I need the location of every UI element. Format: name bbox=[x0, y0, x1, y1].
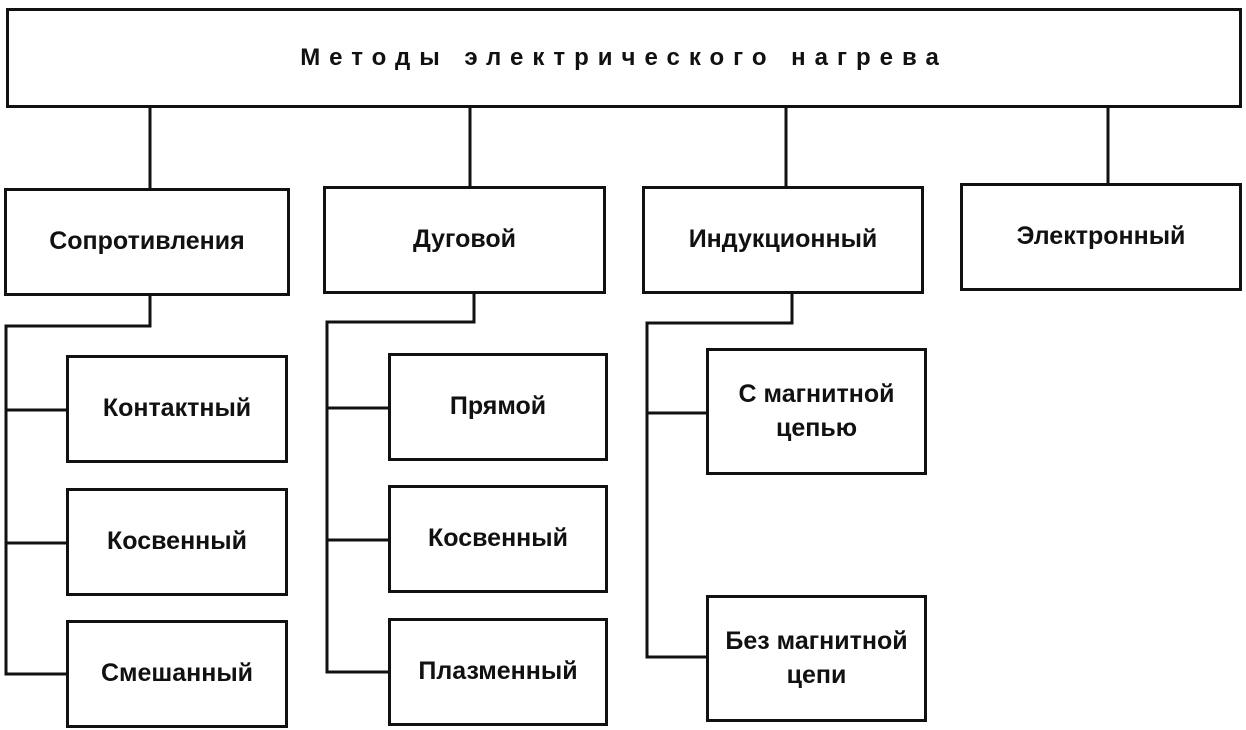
resistance-contact-label: Контактный bbox=[102, 394, 252, 423]
arc-direct-box: Прямой bbox=[388, 353, 608, 461]
arc-plasma-box: Плазменный bbox=[388, 618, 608, 726]
root-title: Методы электрического нагрева bbox=[300, 43, 948, 71]
resistance-mixed-label: Смешанный bbox=[100, 659, 254, 688]
arc-indirect-label: Косвенный bbox=[428, 524, 568, 553]
method-arc-label: Дуговой bbox=[412, 225, 517, 254]
method-resistance-box: Сопротивления bbox=[4, 188, 290, 296]
method-induction-label: Индукционный bbox=[688, 225, 878, 254]
root-title-box: Методы электрического нагрева bbox=[6, 8, 1242, 108]
induction-nonmagnetic-box: Без магнитной цепи bbox=[706, 595, 927, 722]
resistance-indirect-box: Косвенный bbox=[66, 488, 288, 596]
resistance-indirect-label: Косвенный bbox=[107, 527, 247, 556]
induction-magnetic-box: С магнитной цепью bbox=[706, 348, 927, 475]
connector-resistance-trunk bbox=[4, 296, 152, 676]
method-arc-box: Дуговой bbox=[323, 186, 606, 294]
method-electron-box: Электронный bbox=[960, 183, 1242, 291]
resistance-mixed-box: Смешанный bbox=[66, 620, 288, 728]
induction-magnetic-label: С магнитной цепью bbox=[738, 379, 895, 442]
connector-induction-trunk bbox=[645, 294, 794, 659]
resistance-contact-box: Контактный bbox=[66, 355, 288, 463]
method-electron-label: Электронный bbox=[1016, 222, 1186, 251]
arc-plasma-label: Плазменный bbox=[418, 657, 578, 686]
arc-indirect-box: Косвенный bbox=[388, 485, 608, 593]
method-induction-box: Индукционный bbox=[642, 186, 924, 294]
connector-arc-trunk bbox=[325, 294, 476, 674]
method-resistance-label: Сопротивления bbox=[49, 227, 245, 256]
arc-direct-label: Прямой bbox=[449, 392, 547, 421]
induction-nonmagnetic-label: Без магнитной цепи bbox=[725, 626, 908, 689]
